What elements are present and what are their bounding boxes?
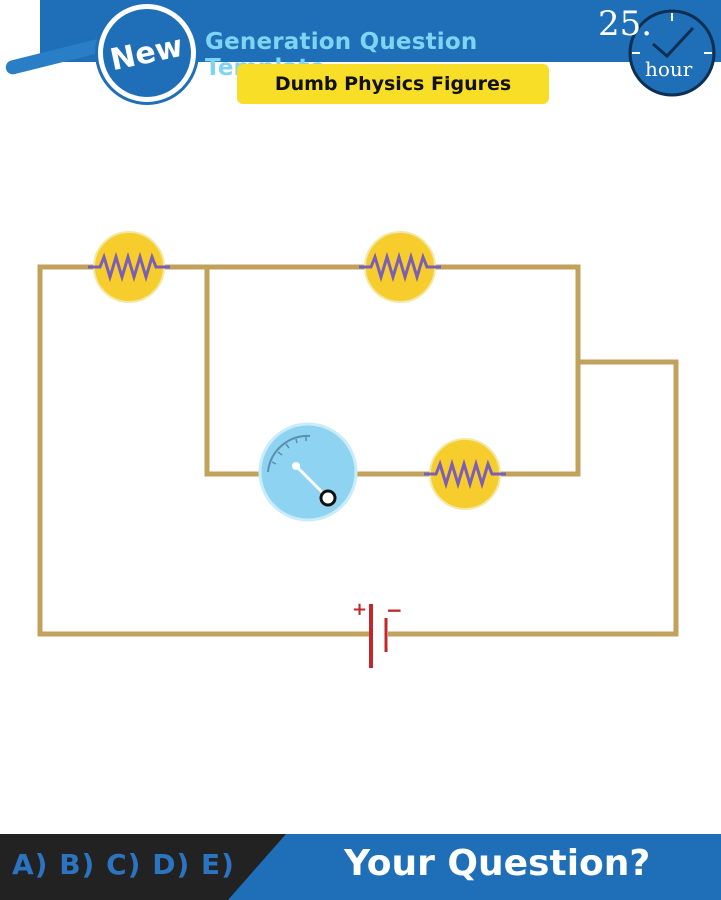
resistor-bulb-top-middle [359,231,441,303]
battery: + − [352,598,403,668]
footer-right-panel [228,834,721,900]
resistor-bulb-inner-bottom-right [424,438,506,510]
clock-icon [628,9,716,97]
battery-minus-label: − [386,598,403,622]
battery-plus-label: + [352,599,367,620]
subtitle: Dumb Physics Figures [237,64,549,104]
clock-unit: hour [645,57,693,81]
ammeter [258,422,358,522]
resistor-bulb-top-left [88,231,170,303]
answer-options: A) B) C) D) E) [12,848,235,881]
wires [37,264,679,637]
clock-number: 25. [598,4,653,44]
outer-loop-wire [37,264,679,637]
inner-branch-wire [204,267,581,477]
question-prompt: Your Question? [344,843,651,884]
new-badge: New [98,4,196,102]
